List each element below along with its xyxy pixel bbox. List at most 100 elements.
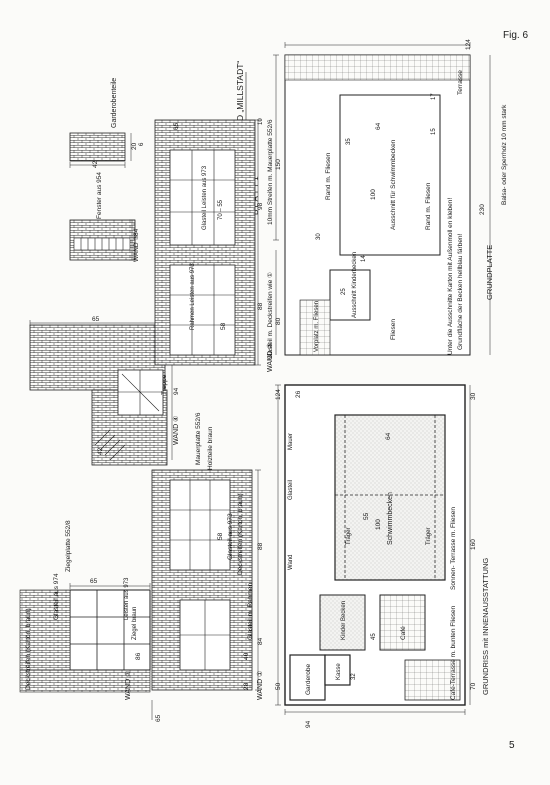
kinderbecken-label: Kinder Becken [341, 601, 347, 640]
wall3-brick-bottom [19, 669, 151, 693]
grundplatte-dim-17: 17 [431, 93, 437, 100]
fenster-glass [73, 237, 131, 251]
page-number: 5 [509, 740, 515, 751]
wall1-dim-28: 28 [243, 682, 250, 690]
grundplatte-dim-80: 80 [275, 317, 282, 325]
holzteile-label: Holzteile braun [207, 426, 214, 470]
glasteil-label: Glasteil [288, 480, 294, 500]
wall3-dim-86: 86 [135, 652, 142, 660]
grundriss-dim-70: 70 [470, 682, 477, 690]
ausschnitt-kinderbecken [329, 269, 371, 321]
glasteil973-label: Glasteil aus 973 [227, 513, 234, 560]
grundplatte-dim-124: 124 [465, 39, 472, 50]
treppe-steps [94, 429, 126, 461]
rahmen-leisten-label: Rahmen Leisten aus 973 [190, 263, 196, 330]
ausschnitt-schwimmbecken [339, 94, 441, 256]
wall1-glass-upper-grid [170, 480, 230, 570]
wall2-dim-65: 65 [173, 122, 180, 130]
grundplatte-label: GRUNDPLATTE [485, 245, 494, 300]
wall4-dim-42: 42 [97, 447, 104, 455]
grundriss-traeger [335, 415, 445, 580]
cafe-area [379, 594, 426, 651]
wall3-grid [70, 590, 150, 670]
grundriss-dim-30: 30 [470, 392, 477, 400]
wall1-glass-lower-grid [180, 600, 230, 670]
streifen-label: 10mm Streifen m. Mauerplatte 552/6 [267, 119, 274, 225]
grundriss-dim-32: 32 [351, 673, 357, 680]
wall2-glass-upper [169, 149, 236, 246]
garderobe-dim-42: 42 [92, 160, 99, 168]
kinderbecken [319, 594, 366, 651]
grundriss-dim-100: 100 [375, 519, 382, 530]
glasteil-rahmen-label: Glasteil m. Rahmen [247, 583, 254, 640]
grundplatte-dim-lines [273, 42, 491, 355]
schwimmbecken [334, 414, 446, 581]
wand-label: Wand [288, 555, 294, 570]
wall1-dim-84: 84 [257, 637, 264, 645]
traeger-left-label: Träger [346, 528, 352, 545]
wall2-glass-lower [169, 264, 236, 356]
figure-label: Fig. 6 [503, 30, 529, 41]
wall3-dim-65: 65 [90, 578, 98, 585]
garderobe-dim-lines [69, 133, 135, 261]
wall1-glass-upper [169, 479, 231, 571]
unter-line1: Unter die Ausschnitte Karton mit Außenmo… [447, 198, 454, 355]
grundriss-dim-50: 50 [275, 682, 282, 690]
deckstreifen-label: Deckstreifen (Karton, braun) [25, 608, 32, 690]
wall1-label: WAND ① [256, 671, 264, 700]
terrasse-label: Terrasse [457, 70, 464, 95]
garderobe-room [289, 654, 326, 701]
cafe-terrasse [404, 659, 461, 701]
mauer-label: Mauer [288, 433, 294, 450]
wall4-label: WAND ④ [172, 416, 180, 445]
wall3-brick-left [19, 589, 71, 671]
garderobe-wand-label: WAND ③ [132, 235, 140, 262]
grundplatte-dim-64: 64 [375, 122, 382, 130]
grundriss-dim-94: 94 [305, 720, 312, 728]
wall2-glass-upper-grid [170, 150, 235, 245]
kasse-label: Kasse [336, 663, 342, 680]
sonnen-terrasse-label: Sonnen- Terrasse m. Fliesen [450, 507, 457, 590]
grundplatte-dim-100: 100 [370, 189, 377, 200]
treppe-window-frame [118, 370, 163, 415]
glasteil-leisten-label: Glasteil Leisten aus 973 [202, 165, 208, 230]
garderobe-dim-20: 20 [131, 142, 138, 150]
wall3-dim-lines [69, 583, 151, 589]
wall-3: 65 86 WAND ③ Deckstreifen (Karton, braun… [19, 573, 151, 700]
grundplatte: Terrasse Ausschnitt für Schwimmbecken Au… [273, 39, 508, 356]
unter-line2: Grundfläche der Becken hellblau färben! [457, 233, 464, 350]
glasteil974-label: Glasteil aus 974 [53, 573, 60, 620]
title-line2: B L A T T 1 [251, 176, 260, 215]
garderobe-label: Garderobe [305, 664, 312, 695]
wall4-dim-lines [29, 320, 173, 460]
grundriss-dim-26: 26 [295, 390, 302, 398]
garderobenteile-label: Garderobenteile [111, 78, 118, 128]
grundriss-dim-45: 45 [371, 633, 377, 640]
fenster-label: Fenster aus 954 [96, 172, 103, 219]
grundriss-dim-lines [275, 384, 471, 715]
grundriss-dim-124: 124 [275, 389, 282, 400]
wall3-label: WAND ③ [124, 671, 132, 700]
wall2-dim-98: 98 [257, 202, 264, 210]
grundriss-label: GRUNDRISS mit INNENAUSSTATTUNG [481, 558, 490, 695]
grundriss-dim-64: 64 [385, 432, 392, 440]
kinder-ausschnitt-label: Ausschnitt Kinderbecken [352, 252, 358, 318]
wall2-label: WAND ② [266, 343, 274, 372]
rand-fliesen-left-label: Rand m. Fliesen [325, 152, 332, 200]
wall-4-treppe: 65 94 42 10 WAND ④ Treppe Ziegelplatte 5… [29, 316, 180, 572]
schwimm-ausschnitt-label: Ausschnitt für Schwimmbecken [390, 139, 397, 230]
fliesen-label: Fliesen [390, 319, 397, 340]
glasteil-wie1-label: Glasteil m. Deckstreifen wie ① [266, 272, 274, 360]
traeger-right-label: Träger [426, 528, 432, 545]
ziegelplatte-label: Ziegelplatte 552/8 [65, 520, 72, 572]
garderobe-dim-84: 84 [133, 228, 140, 236]
vorplatz-label: Vorplatz m. Fliesen [314, 301, 320, 352]
wall2-glass-lower-grid [170, 265, 235, 355]
wall1-dim-40: 40 [243, 652, 250, 660]
garderobe-brick-panel [69, 132, 126, 162]
schwimmbecken-label: Schwimmbecken [387, 492, 394, 545]
terrasse-strip [284, 54, 471, 81]
treppe-label: Treppe [161, 374, 168, 395]
